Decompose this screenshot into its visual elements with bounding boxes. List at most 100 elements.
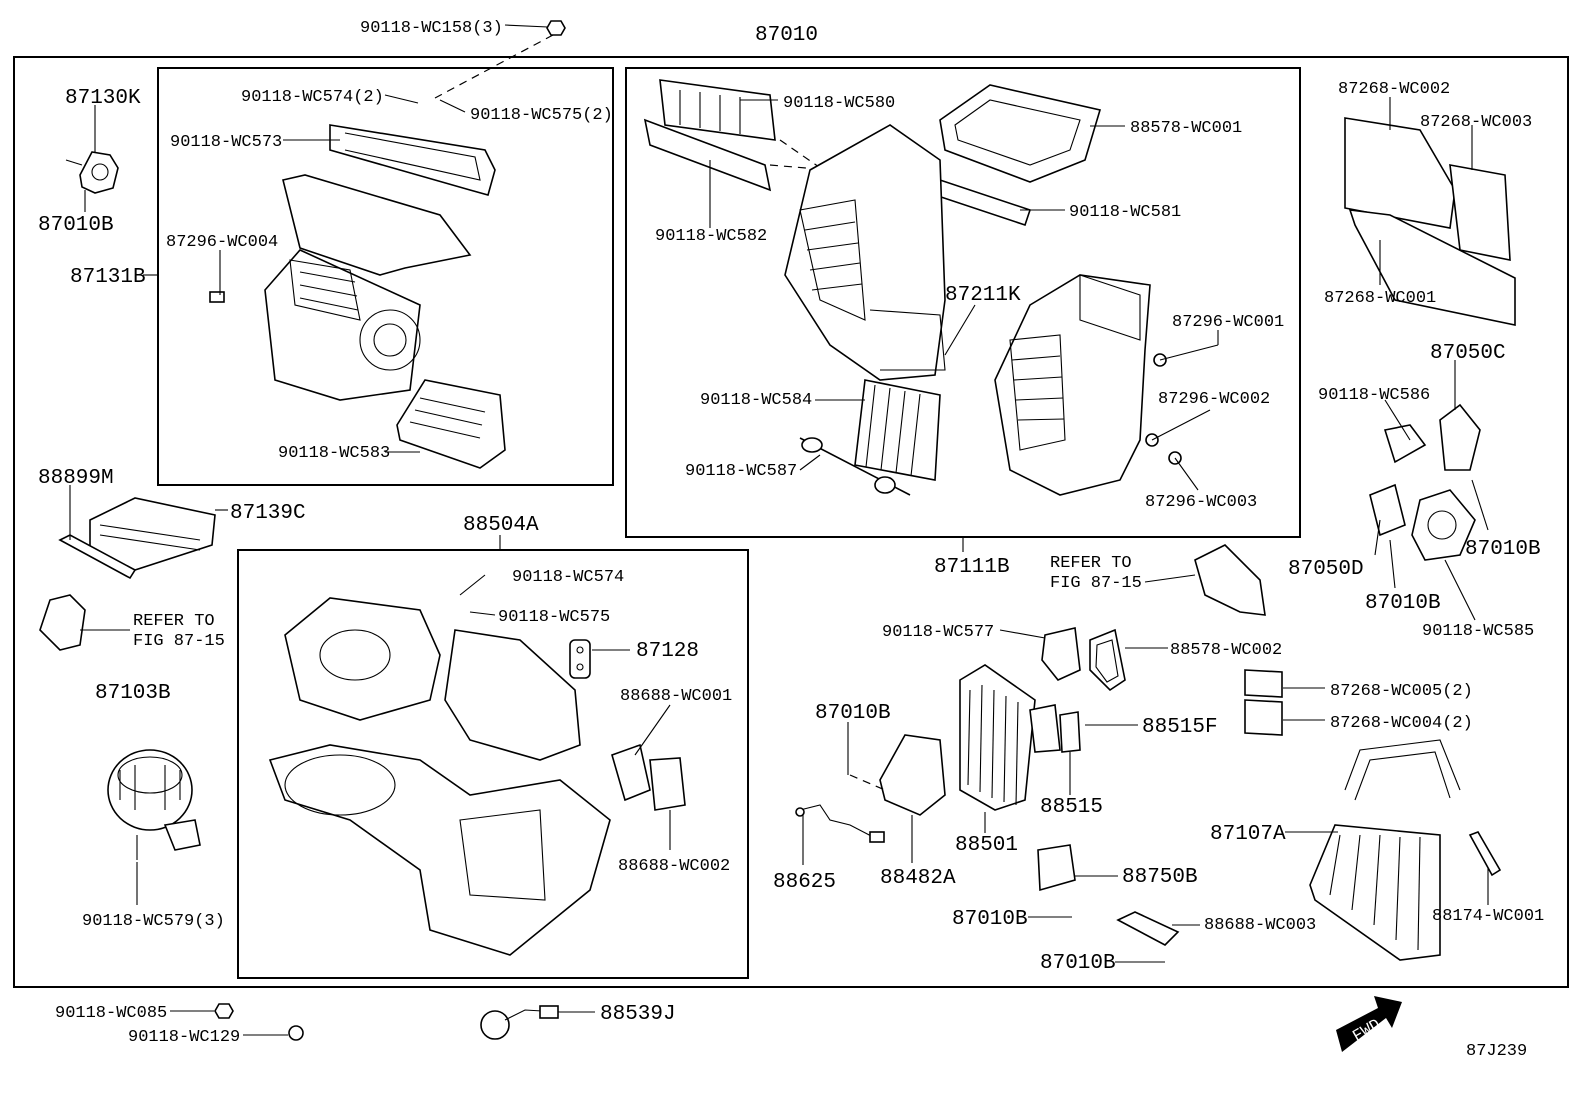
fwd-arrow-icon: FWD <box>1336 996 1402 1052</box>
part-label-p46: 88515 <box>1040 796 1103 819</box>
figure-code: 87J239 <box>1466 1042 1527 1061</box>
expansion-seal-shapes <box>1041 627 1126 692</box>
lower-case-shape <box>268 597 611 956</box>
part-label-p15: 87296-WC001 <box>1172 313 1284 332</box>
part-label-p40: 90118-WC577 <box>882 623 994 642</box>
filter-door-shape <box>396 379 506 469</box>
part-label-p54: 87107A <box>1210 823 1286 846</box>
part-label-p32: 90118-WC574 <box>512 568 624 587</box>
part-label-p14: 87211K <box>945 284 1021 307</box>
part-label-p24: 90118-WC586 <box>1318 386 1430 405</box>
part-label-p43: 87268-WC004(2) <box>1330 714 1473 733</box>
part-label-p55: 88174-WC001 <box>1432 907 1544 926</box>
leader-lines <box>69 24 1489 1036</box>
part-label-p11: 88578-WC001 <box>1130 119 1242 138</box>
part-label-p04: 87131B <box>70 266 146 289</box>
refer-a-line-2: FIG 87-15 <box>133 632 225 651</box>
part-label-p01: 90118-WC158(3) <box>360 19 503 38</box>
part-label-p27: 87010B <box>1365 592 1441 615</box>
part-label-p12: 90118-WC582 <box>655 227 767 246</box>
part-label-p45: 88515F <box>1142 716 1218 739</box>
part-label-p44: 87010B <box>815 702 891 725</box>
part-label-p39: 87111B <box>934 556 1010 579</box>
part-label-p50: 88750B <box>1122 866 1198 889</box>
part-label-p09: 90118-WC583 <box>278 444 390 463</box>
drain-hose-shape <box>1468 831 1502 877</box>
part-label-p23: 87050C <box>1430 342 1506 365</box>
part-label-p07: 90118-WC573 <box>170 133 282 152</box>
part-label-p58: 88539J <box>600 1003 676 1026</box>
bracket-shape <box>849 734 946 816</box>
diagram-title: 87010 <box>755 24 818 47</box>
part-label-p08: 87296-WC004 <box>166 233 278 252</box>
blower-upper-case-shape <box>209 124 496 401</box>
part-label-p25: 87010B <box>1465 538 1541 561</box>
foam-seal-shape <box>939 84 1102 183</box>
hvac-case-right-shape <box>994 274 1151 496</box>
small-bracket-shape <box>1116 911 1180 946</box>
part-label-p16: 90118-WC584 <box>700 391 812 410</box>
harness-shape <box>480 1005 561 1040</box>
cabin-filter-shape <box>58 497 216 580</box>
part-label-p03: 87010B <box>38 214 114 237</box>
part-label-p35: 88688-WC001 <box>620 687 732 706</box>
refer-b-line-1: REFER TO <box>1050 554 1132 573</box>
evaporator-shape <box>959 664 1061 811</box>
hvac-case-left-shape <box>784 124 946 381</box>
lower-case-frame <box>237 549 749 979</box>
duct-piece-shape <box>39 594 86 651</box>
expansion-valve-shape <box>1059 711 1110 753</box>
nut-icon <box>434 20 566 99</box>
actuator-shapes <box>1369 403 1481 561</box>
part-label-p19: 87296-WC003 <box>1145 493 1257 512</box>
part-label-p17: 87296-WC002 <box>1158 390 1270 409</box>
part-label-p26: 87050D <box>1288 558 1364 581</box>
blower-unit-frame <box>157 67 614 486</box>
part-label-p57: 90118-WC129 <box>128 1028 240 1047</box>
refer-b-line-2: FIG 87-15 <box>1050 574 1142 593</box>
part-label-p42: 87268-WC005(2) <box>1330 682 1473 701</box>
part-label-p10: 90118-WC580 <box>783 94 895 113</box>
part-label-p22: 87268-WC001 <box>1324 289 1436 308</box>
part-label-p49: 88625 <box>773 871 836 894</box>
part-label-p21: 87268-WC003 <box>1420 113 1532 132</box>
servo-motor-shape <box>65 151 119 194</box>
part-label-p37: 87103B <box>95 682 171 705</box>
part-label-p56: 90118-WC085 <box>55 1004 167 1023</box>
refer-a-line-1: REFER TO <box>133 612 215 631</box>
part-label-p47: 88501 <box>955 834 1018 857</box>
part-label-p52: 88688-WC003 <box>1204 916 1316 935</box>
part-label-p33: 90118-WC575 <box>498 608 610 627</box>
duct-outlet-shape <box>1194 544 1266 616</box>
part-label-p31: 88504A <box>463 514 539 537</box>
door-shaft-shape <box>799 437 911 496</box>
sensor-wire-shape <box>795 804 885 843</box>
heater-core-shape <box>1309 739 1461 961</box>
part-label-p30: 87139C <box>230 502 306 525</box>
case-bracket-shapes <box>611 743 686 811</box>
part-label-p48: 88482A <box>880 867 956 890</box>
part-label-p51: 87010B <box>952 908 1028 931</box>
foam-pad-shapes <box>1244 669 1283 736</box>
blower-motor-shape <box>107 749 201 860</box>
outer-frame <box>13 56 1569 988</box>
resistor-shape <box>1037 844 1076 892</box>
part-label-p20: 87268-WC002 <box>1338 80 1450 99</box>
part-label-p36: 88688-WC002 <box>618 857 730 876</box>
evaporator-core-shape <box>854 379 941 481</box>
damper-door-shape <box>643 79 846 192</box>
part-label-p28: 90118-WC585 <box>1422 622 1534 641</box>
part-label-p18: 90118-WC587 <box>685 462 797 481</box>
part-label-p38: 90118-WC579(3) <box>82 912 225 931</box>
part-label-p02: 87130K <box>65 87 141 110</box>
clip-icons <box>1145 353 1182 465</box>
case-seal-shape <box>569 639 591 679</box>
part-label-p13: 90118-WC581 <box>1069 203 1181 222</box>
part-label-p06: 90118-WC575(2) <box>470 106 613 125</box>
bottom-hardware-icons <box>214 1003 304 1041</box>
insulator-sheets-shape <box>1344 117 1516 326</box>
part-label-p05: 90118-WC574(2) <box>241 88 384 107</box>
part-label-p34: 87128 <box>636 640 699 663</box>
part-label-p53: 87010B <box>1040 952 1116 975</box>
